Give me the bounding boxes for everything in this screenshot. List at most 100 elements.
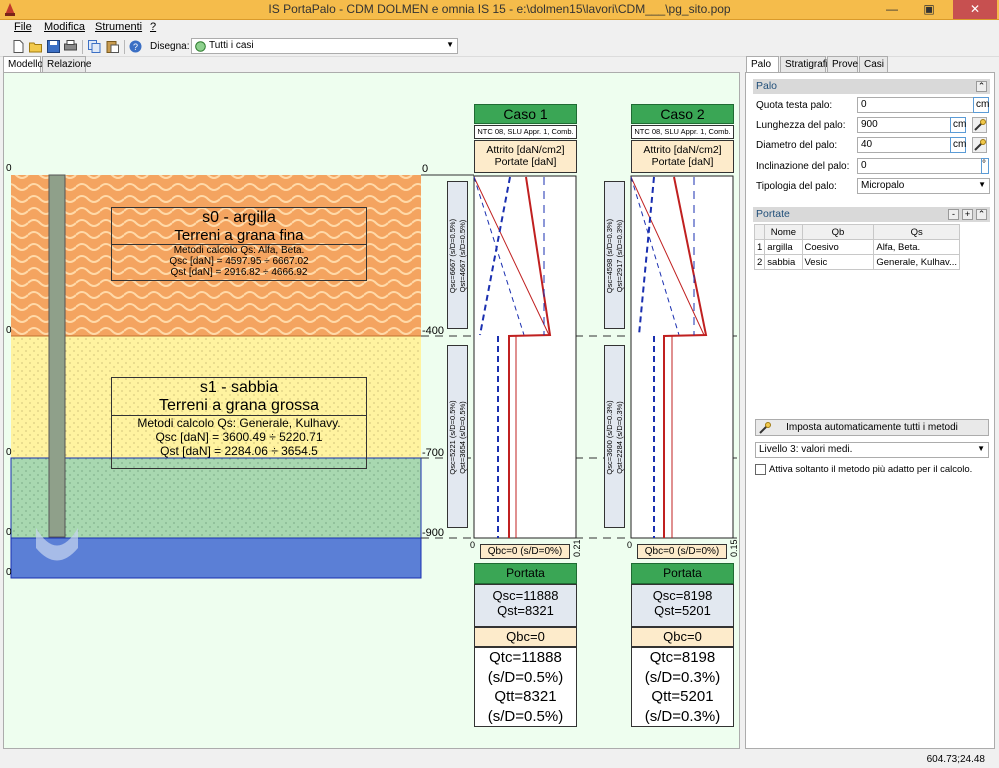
livello-dropdown[interactable]: Livello 3: valori medi. ▼ [755,442,989,458]
qst-value: Qst=8321 [497,603,554,618]
case-header[interactable]: Caso 2 [631,104,734,124]
case-ntc: NTC 08, SLU Appr. 1, Comb. 2 [631,125,734,148]
qbc-bottom: Qbc=0 (s/D=0%) [637,544,727,559]
layer-info-box[interactable]: s1 - sabbia Terreni a grana grossa Metod… [111,377,367,469]
tab-prove[interactable]: Prove [827,56,858,72]
layer-qsc: Qsc [daN] = 3600.49 ÷ 5220.71 [155,430,323,444]
menu-file[interactable]: File [14,21,32,33]
window-title: IS PortaPalo - CDM DOLMEN e omnia IS 15 … [268,2,731,16]
qtt-sd: (s/D=0.3%) [644,707,721,725]
open-folder-icon[interactable] [29,40,42,53]
chart-title-line: Attrito [daN/cm2] [643,144,722,156]
cell-qb[interactable]: Vesic [801,254,875,270]
axis-label: 0 [627,540,633,550]
depth-label: 0 [422,163,429,175]
cell-qs[interactable]: Generale, Kulhav... [873,254,960,270]
cell-qb[interactable]: Coesivo [801,239,875,255]
collapse-icon[interactable]: ⌃ [976,209,987,220]
side-label: Qsc=4598 (s/D=0.3%) [605,218,614,294]
layer-title: s0 - argilla [202,209,276,226]
portate-table[interactable]: Nome Qb Qs 1 argilla Coesivo Alfa, Beta.… [753,224,960,270]
case-header[interactable]: Caso 1 [474,104,577,124]
quota-unit[interactable]: cm [973,97,989,113]
table-row[interactable]: 2 sabbia Vesic Generale, Kulhav... [753,254,960,270]
lunghezza-input[interactable]: 900 [857,117,951,133]
column-header[interactable]: Nome [764,224,803,240]
quota-label: Quota testa palo: [756,100,833,111]
portate-section-header[interactable]: Portate - + ⌃ [753,207,990,222]
inclinazione-unit[interactable]: ° [981,158,989,174]
qtc-value: Qtc=11888 [489,649,562,666]
remove-row-icon[interactable]: - [948,209,959,220]
quota-input[interactable]: 0 [857,97,974,113]
depth-label: -900 [422,527,445,539]
layer-title: s1 - sabbia [199,379,279,396]
auto-methods-label: Imposta automaticamente tutti i metodi [786,422,958,433]
inclinazione-input[interactable]: 0 [857,158,982,174]
tab-stratigrafia[interactable]: Stratigrafia [780,56,833,72]
magic-wand-icon [974,119,986,131]
add-row-icon[interactable]: + [962,209,973,220]
minimize-button[interactable]: — [886,2,898,16]
palo-section-header[interactable]: Palo ⌃ [753,79,990,94]
green-circle-icon [195,41,206,52]
cell-nome[interactable]: sabbia [764,254,803,270]
qtc-sd: (s/D=0.5%) [487,668,564,686]
lunghezza-unit[interactable]: cm [950,117,966,133]
depth-label: -700 [422,447,445,459]
layer-qst: Qst [daN] = 2916.82 ÷ 4666.92 [170,267,308,278]
copy-icon[interactable] [88,40,101,53]
paste-icon[interactable] [106,40,119,53]
auto-methods-button[interactable]: Imposta automaticamente tutti i metodi [755,419,989,436]
wand-button[interactable] [972,137,987,153]
tipologia-dropdown[interactable]: Micropalo ▼ [857,178,990,194]
tab-palo[interactable]: Palo [746,56,779,73]
maximize-button[interactable]: ▣ [923,2,935,16]
help-icon[interactable]: ? [129,40,142,53]
layer-qst: Qst [daN] = 2284.06 ÷ 3654.5 [160,444,318,458]
tab-casi[interactable]: Casi [859,56,888,72]
column-header[interactable]: Qs [873,224,960,240]
cell-nome[interactable]: argilla [764,239,803,255]
layer-info-box[interactable]: s0 - argilla Terreni a grana fina Metodi… [111,207,367,281]
side-label: Qsc=3600 (s/D=0.3%) [605,400,614,475]
case-chart-title: Attrito [daN/cm2] Portate [daN] [631,140,734,173]
diametro-unit[interactable]: cm [950,137,966,153]
menu-help[interactable]: ? [150,21,157,33]
save-icon[interactable] [47,40,60,53]
attiva-checkbox[interactable] [755,464,766,475]
column-header[interactable]: Qb [801,224,875,240]
toolbar: ? Disegna: Tutti i casi ▼ [0,37,999,57]
qtc-value: Qtc=8198 [649,649,716,666]
side-label: Qsc=5221 (s/D=0.5%) [448,400,457,475]
table-row[interactable]: 1 argilla Coesivo Alfa, Beta. [753,239,960,255]
qbc-value: Qbc=0 [631,627,734,647]
model-canvas[interactable]: 0 0 0 0 0 0 -400 -700 -900 s0 - argilla … [3,72,740,749]
wand-button[interactable] [972,117,987,133]
magic-wand-icon [759,422,771,434]
layer-subtitle: Terreni a grana fina [174,227,304,244]
disegna-label: Disegna: [150,41,190,52]
print-icon[interactable] [64,40,77,53]
depth-label: -400 [422,325,445,337]
menu-strumenti[interactable]: Strumenti [95,21,143,33]
portata-qs-box: Qsc=8198 Qst=5201 [631,584,734,627]
collapse-icon[interactable]: ⌃ [976,81,987,92]
close-button[interactable]: ✕ [953,0,997,19]
disegna-dropdown[interactable]: Tutti i casi ▼ [191,38,458,54]
tab-modello[interactable]: Modello [3,56,43,73]
tab-relazione[interactable]: Relazione [42,56,91,72]
menu-modifica[interactable]: Modifica [44,21,85,33]
cell-qs[interactable]: Alfa, Beta. [873,239,960,255]
coordinates-readout: 604.73;24.48 [926,754,985,765]
title-bar: IS PortaPalo - CDM DOLMEN e omnia IS 15 … [0,0,999,20]
section-title: Portate [756,208,790,220]
inclinazione-label: Inclinazione del palo: [756,161,850,172]
left-axis-label: 0 [6,447,12,458]
qbc-bottom: Qbc=0 (s/D=0%) [480,544,570,559]
new-file-icon[interactable] [12,40,25,53]
qtt-value: Qtt=5201 [651,688,714,705]
section-title: Palo [756,80,778,92]
layer-qsc: Qsc [daN] = 4597.95 ÷ 6667.02 [169,256,309,267]
diametro-input[interactable]: 40 [857,137,951,153]
